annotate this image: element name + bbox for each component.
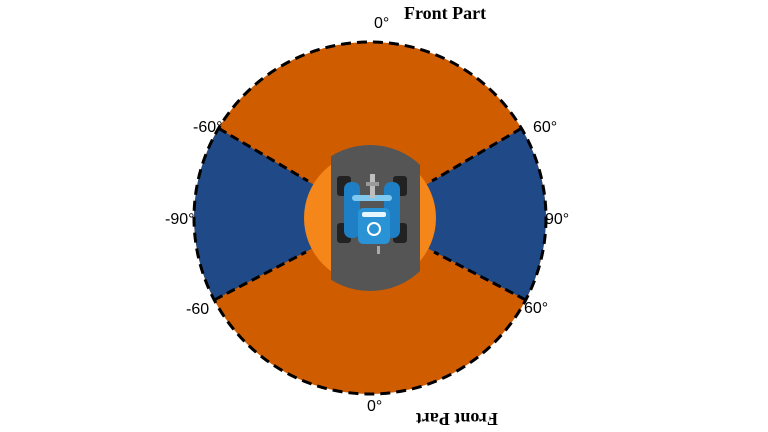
divider-left-lower (213, 250, 307, 302)
angle-label-bottom: 0° (367, 398, 382, 415)
outer-boundary (192, 40, 548, 396)
left-side-zone (194, 128, 370, 300)
front-part-label-top: Front Part (404, 3, 486, 23)
angle-label-left-upper: -60° (193, 119, 223, 136)
angle-label-right-lower: 60° (524, 300, 548, 317)
divider-left-upper (217, 127, 309, 183)
angle-label-right-upper: 60° (533, 119, 557, 136)
angle-label-left-mid: -90° (165, 211, 195, 228)
front-part-label-bottom: Front Part (416, 409, 498, 429)
robot-car-icon (337, 174, 407, 254)
angle-label-left-lower: -60 (186, 301, 209, 318)
right-side-zone (370, 128, 546, 300)
angle-label-top: 0° (374, 15, 389, 32)
divider-right-lower (433, 250, 527, 302)
angle-label-right-mid: 90° (545, 211, 569, 228)
divider-right-upper (431, 127, 523, 183)
